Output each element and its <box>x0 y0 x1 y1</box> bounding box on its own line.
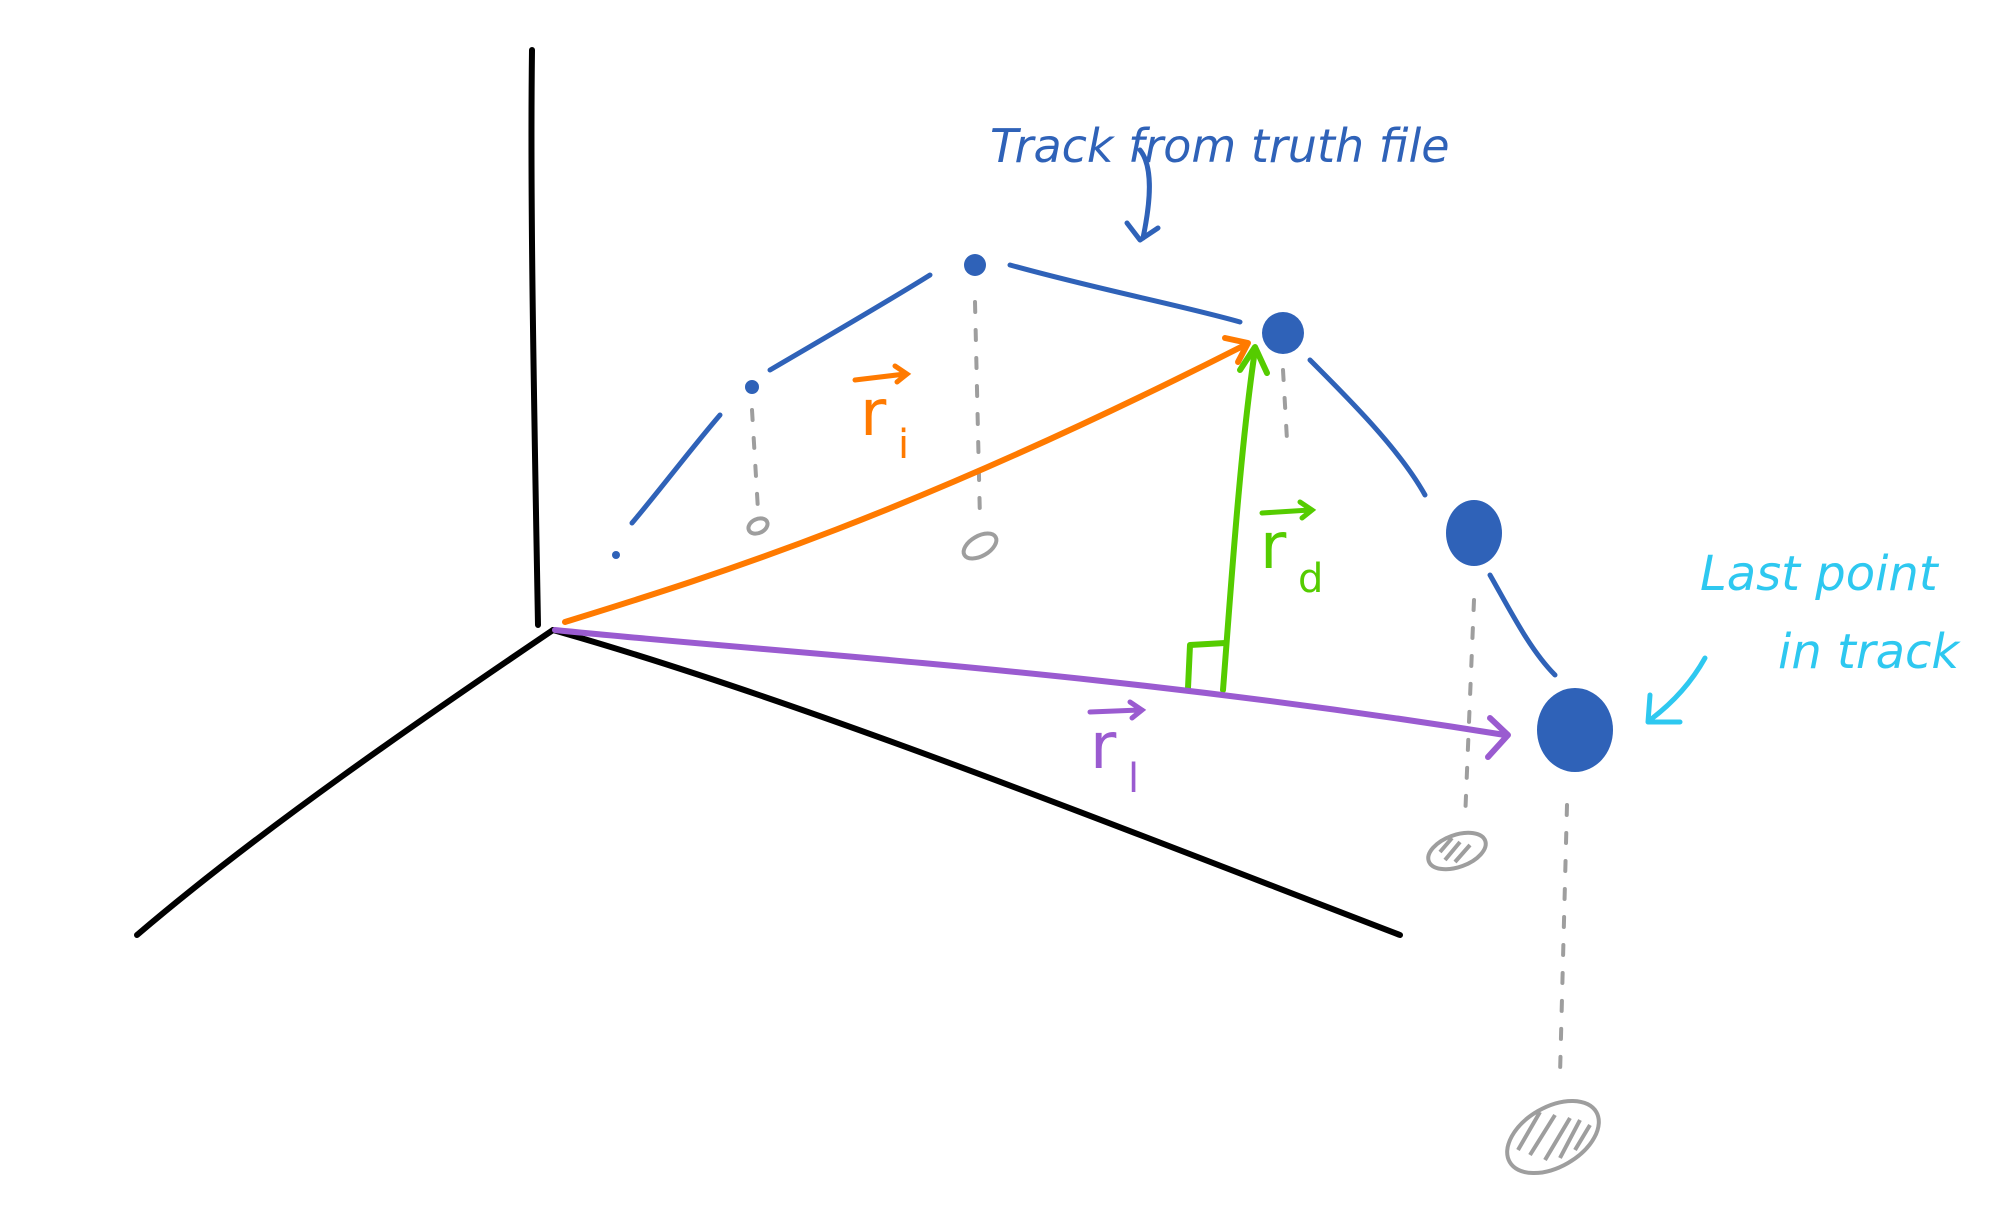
track-point <box>1262 312 1304 354</box>
projection-line <box>1281 368 1289 442</box>
last-point-line-2: in track <box>1778 624 1961 680</box>
track-point <box>745 380 759 394</box>
track-point <box>964 254 986 276</box>
last-point-arrow <box>1645 655 1708 725</box>
label-r-d-letter: r <box>1260 510 1287 584</box>
curved-arrow <box>1137 147 1152 241</box>
vector-r-l <box>552 627 1511 760</box>
vector-r-d-head <box>1237 344 1270 376</box>
label-r-l-letter: r <box>1090 710 1117 784</box>
x-axis <box>134 627 556 938</box>
arrow-shaft <box>1647 655 1708 723</box>
label-r-d: r d <box>1259 499 1323 602</box>
vector-r-d <box>1185 344 1270 693</box>
track-note-arrow <box>1124 147 1161 243</box>
label-r-i-arrow <box>852 363 912 385</box>
projection-line <box>750 408 760 512</box>
axes <box>134 47 1403 938</box>
arrow-head <box>1124 220 1161 243</box>
label-r-l-subscript: l <box>1128 756 1139 802</box>
vector-r-i-shaft <box>562 342 1248 625</box>
ground-shadows <box>746 516 1601 1176</box>
ground-shadow <box>1426 830 1488 872</box>
z-axis <box>528 47 541 628</box>
ground-shadow <box>746 516 770 536</box>
last-point-line-1: Last point <box>1700 546 1940 602</box>
y-axis <box>550 627 1403 938</box>
track-note: Track from truth file <box>990 119 1450 173</box>
label-r-i-letter: r <box>860 377 887 451</box>
label-r-d-subscript: d <box>1298 556 1323 602</box>
right-angle-marker <box>1185 640 1228 691</box>
vector-r-d-shaft <box>1220 347 1258 693</box>
label-r-l-arrow <box>1087 699 1147 721</box>
labels: Track from truth file r i r d r l Last p… <box>852 119 1961 802</box>
label-r-i: r i <box>852 363 912 468</box>
label-r-i-subscript: i <box>898 422 909 468</box>
shadow-hatch <box>1438 836 1592 1162</box>
label-r-d-arrow <box>1259 499 1317 521</box>
projection-lines <box>750 300 1569 1077</box>
projection-line <box>1558 803 1569 1077</box>
track-segment <box>629 412 723 526</box>
vector-r-l-shaft <box>552 627 1508 738</box>
last-track-point <box>1537 688 1613 772</box>
track-line <box>629 262 1558 678</box>
track-segment <box>1007 262 1243 325</box>
arrow-head <box>1645 692 1683 725</box>
ground-shadow <box>1505 1098 1601 1176</box>
label-r-l: r l <box>1087 699 1147 802</box>
track-point <box>612 551 620 559</box>
track-segment <box>1487 572 1558 678</box>
track-segment <box>767 272 933 373</box>
track-segment <box>1307 357 1428 498</box>
track-points <box>612 254 1613 772</box>
vector-r-i-head <box>1222 335 1251 365</box>
vector-r-l-head <box>1485 715 1511 760</box>
ground-shadow <box>961 531 999 561</box>
projection-line <box>1463 598 1476 822</box>
vector-r-i <box>562 335 1251 625</box>
track-point <box>1446 500 1502 566</box>
projection-line <box>973 300 982 522</box>
